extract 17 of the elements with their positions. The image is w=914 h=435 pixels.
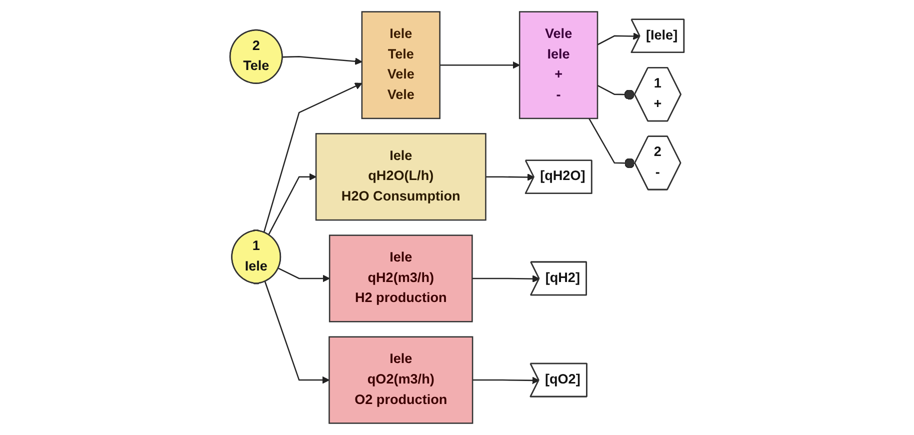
node-box: Iele qO2(m3/h) O2 production	[328, 336, 474, 424]
arrow	[264, 281, 330, 384]
arrow	[263, 82, 362, 233]
arrow	[278, 268, 330, 282]
node-box: Iele qH2(m3/h) H2 production	[328, 234, 473, 322]
connector	[597, 84, 635, 100]
arrow	[472, 376, 540, 384]
arrow	[268, 173, 316, 236]
arrow	[440, 61, 520, 69]
arrow	[472, 275, 540, 283]
node-box: Iele Tele Vele Vele	[361, 11, 440, 120]
arrow	[282, 56, 362, 66]
arrow	[597, 32, 640, 46]
node-box: Iele qH2O(L/h) H2O Consumption	[315, 133, 486, 221]
connector	[588, 118, 636, 168]
arrow	[486, 173, 534, 181]
node-box: Vele Iele + -	[518, 11, 598, 120]
